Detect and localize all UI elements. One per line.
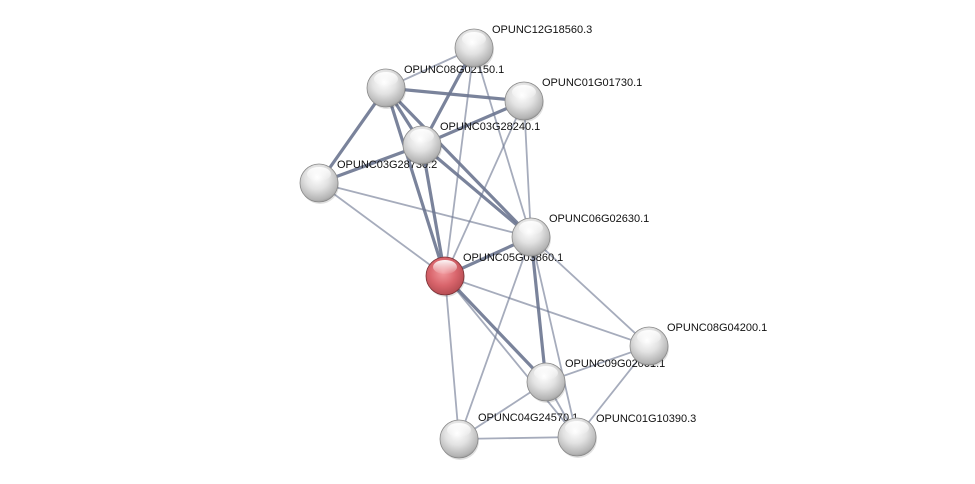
node-label: OPUNC12G18560.3 [492, 24, 592, 36]
edge-E-G[interactable] [318, 182, 446, 277]
query-protein-node[interactable] [425, 256, 465, 297]
edge-layer [317, 46, 650, 440]
node-label: OPUNC01G01730.1 [542, 77, 642, 89]
protein-node[interactable] [439, 419, 479, 460]
edge-F-I[interactable] [529, 235, 548, 384]
protein-node[interactable] [557, 417, 597, 458]
node-label: OPUNC08G04200.1 [667, 322, 767, 334]
node-label: OPUNC03G28730.2 [337, 159, 437, 171]
protein-node[interactable] [526, 362, 566, 403]
edge-C-G[interactable] [444, 100, 525, 277]
edge-D-F[interactable] [420, 143, 533, 239]
edge-F-K[interactable] [530, 236, 578, 438]
node-highlight [447, 423, 471, 437]
edge-D-G[interactable] [420, 143, 447, 278]
edge-F-J[interactable] [458, 236, 532, 440]
edge-A-F[interactable] [473, 47, 532, 238]
protein-node[interactable] [299, 163, 339, 204]
node-highlight [307, 167, 331, 181]
label-layer: OPUNC12G18560.3OPUNC08G02150.1OPUNC01G01… [337, 24, 767, 425]
node-highlight [462, 32, 486, 46]
node-highlight [519, 221, 543, 235]
edge-G-K[interactable] [444, 275, 578, 438]
node-label: OPUNC08G02150.1 [404, 64, 504, 76]
node-layer [299, 28, 669, 460]
protein-node[interactable] [511, 217, 551, 258]
edge-G-J[interactable] [444, 275, 460, 440]
edge-G-I[interactable] [443, 274, 548, 384]
protein-node[interactable] [402, 125, 442, 166]
edge-B-F[interactable] [384, 86, 533, 239]
edge-G-H[interactable] [444, 275, 650, 347]
node-highlight [534, 366, 558, 380]
node-highlight [512, 85, 536, 99]
edge-A-G[interactable] [444, 47, 475, 277]
edge-B-G[interactable] [384, 86, 447, 278]
node-highlight [410, 129, 434, 143]
edge-B-C[interactable] [384, 86, 526, 103]
edge-F-H[interactable] [530, 236, 650, 347]
edge-J-K[interactable] [458, 436, 578, 440]
edge-E-F[interactable] [318, 182, 532, 238]
protein-node[interactable] [504, 81, 544, 122]
node-highlight [565, 421, 589, 435]
protein-node[interactable] [454, 28, 494, 69]
node-label: OPUNC03G28240.1 [440, 121, 540, 133]
node-label: OPUNC01G10390.3 [596, 413, 696, 425]
node-label: OPUNC06G02630.1 [549, 213, 649, 225]
edge-C-F[interactable] [523, 100, 532, 238]
node-label: OPUNC05G03860.1 [463, 252, 563, 264]
node-label: OPUNC04G24570.1 [478, 412, 578, 424]
node-highlight [374, 72, 398, 86]
node-highlight [433, 260, 457, 274]
protein-node[interactable] [366, 68, 406, 109]
protein-node[interactable] [629, 326, 669, 367]
node-highlight [637, 330, 661, 344]
